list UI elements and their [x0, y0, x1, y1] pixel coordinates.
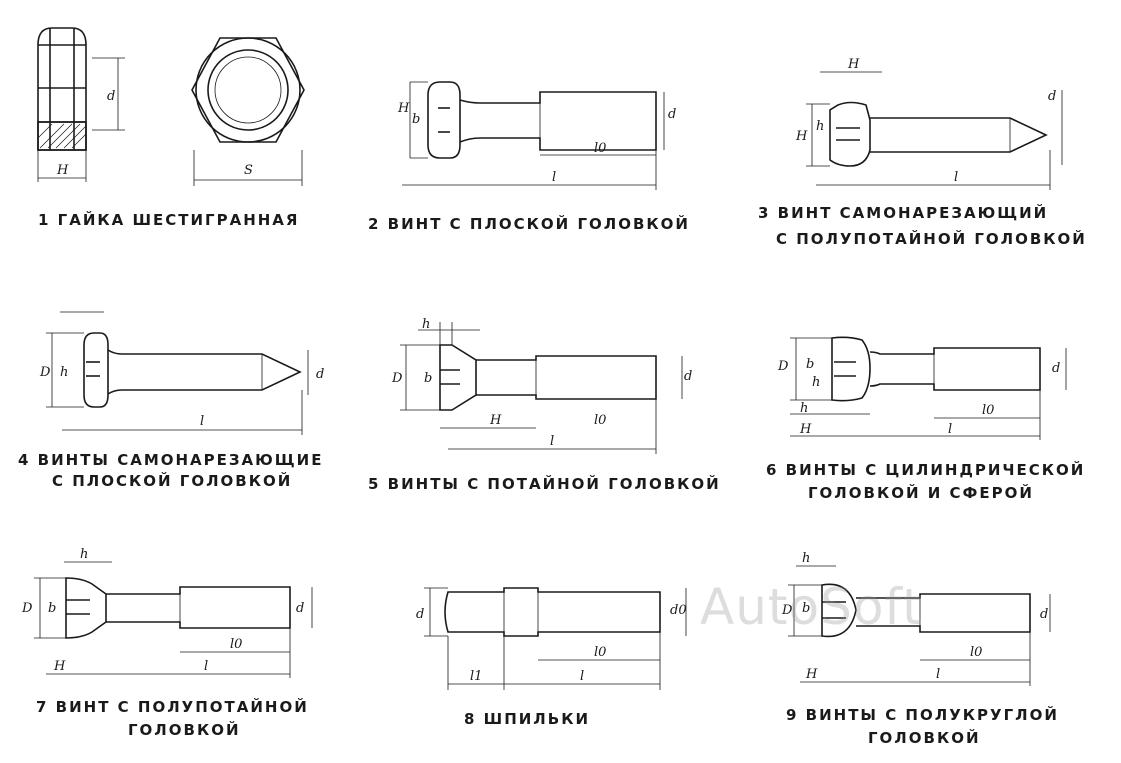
dim-label-H: H [799, 422, 812, 437]
dim-label-d0: d0 [670, 603, 687, 618]
dim-label-l: l [948, 422, 952, 437]
dim-label-h: h [816, 119, 824, 134]
dim-label-l0: l0 [970, 645, 982, 660]
dim-label-b: b [802, 601, 810, 616]
dim-label-b: b [412, 112, 420, 127]
dim-label-D: D [777, 359, 789, 374]
dim-label-d: d [107, 89, 115, 104]
dim-label-l0: l0 [594, 413, 606, 428]
dim-label-h: h [60, 365, 68, 380]
nut-top-view: S [191, 37, 305, 186]
dim-label-l1: l1 [470, 669, 482, 684]
caption-5: 5 ВИНТЫ С ПОТАЙНОЙ ГОЛОВКОЙ [368, 475, 721, 493]
dim-label-h: h [802, 551, 810, 566]
caption-4-line-2: С ПЛОСКОЙ ГОЛОВКОЙ [52, 472, 293, 490]
dim-label-H: H [847, 57, 860, 72]
dim-label-H: H [53, 659, 66, 674]
dim-label-d: d [316, 367, 324, 382]
caption-7-line-2: ГОЛОВКОЙ [128, 721, 241, 739]
figure-4-self-tapping-flat-head: D h l d [39, 311, 324, 435]
caption-8: 8 ШПИЛЬКИ [464, 710, 591, 728]
caption-9-line-2: ГОЛОВКОЙ [868, 729, 981, 747]
dim-label-D: D [391, 371, 403, 386]
figure-1-hex-nut: H d S [37, 27, 305, 186]
dim-label-l0: l0 [230, 637, 242, 652]
dim-label-h: h [800, 401, 808, 416]
dim-label-d: d [668, 107, 676, 122]
figure-6-cylindrical-sphere-head: D b h h H l0 l d [777, 336, 1067, 440]
dim-label-l0: l0 [594, 141, 606, 156]
dim-label-l0: l0 [982, 403, 994, 418]
dim-label-b: b [424, 371, 432, 386]
dim-label-l: l [954, 170, 958, 185]
figure-9-round-head-screw: h D b H l0 l d [781, 551, 1051, 686]
dim-label-b: b [806, 357, 814, 372]
dim-label-d: d [1048, 89, 1056, 104]
dim-label-H: H [56, 163, 69, 178]
dim-label-D: D [781, 603, 793, 618]
caption-9-line-1: 9 ВИНТЫ С ПОЛУКРУГЛОЙ [786, 706, 1059, 724]
autosoft-watermark: AutoSoft [700, 578, 923, 636]
figure-8-stud: d d0 l0 l1 l [416, 587, 687, 690]
caption-6-line-1: 6 ВИНТЫ С ЦИЛИНДРИЧЕСКОЙ [766, 461, 1086, 479]
caption-4-line-1: 4 ВИНТЫ САМОНАРЕЗАЮЩИЕ [18, 451, 324, 469]
caption-1: 1 ГАЙКА ШЕСТИГРАННАЯ [38, 211, 300, 229]
dim-label-S: S [244, 163, 253, 178]
dim-label-b: b [48, 601, 56, 616]
dim-label-H: H [795, 129, 808, 144]
caption-3-line-1: 3 ВИНТ САМОНАРЕЗАЮЩИЙ [758, 204, 1049, 222]
dim-label-l0: l0 [594, 645, 606, 660]
dim-label-d: d [1040, 607, 1048, 622]
dim-label-d: d [684, 369, 692, 384]
dim-label-l: l [580, 669, 584, 684]
nut-side-view: H d [37, 27, 125, 182]
dim-label-h: h [422, 317, 430, 332]
figure-7-semi-countersunk-screw: h D b H l0 l d [21, 547, 313, 678]
dim-label-l: l [550, 434, 554, 449]
caption-7-line-1: 7 ВИНТ С ПОЛУПОТАЙНОЙ [36, 698, 309, 716]
dim-label-d: d [296, 601, 304, 616]
dim-label-l: l [936, 667, 940, 682]
dim-label-H: H [397, 101, 410, 116]
dim-label-l: l [552, 170, 556, 185]
dim-label-h: h [812, 375, 820, 390]
dim-label-d: d [1052, 361, 1060, 376]
dim-label-h: h [80, 547, 88, 562]
caption-2: 2 ВИНТ С ПЛОСКОЙ ГОЛОВКОЙ [368, 215, 690, 233]
dim-label-H: H [805, 667, 818, 682]
dim-label-l: l [200, 414, 204, 429]
figure-2-flat-head-screw: H b l0 l d [397, 81, 676, 190]
caption-3-line-2: С ПОЛУПОТАЙНОЙ ГОЛОВКОЙ [776, 230, 1087, 248]
dim-label-d: d [416, 607, 424, 622]
dim-label-D: D [21, 601, 33, 616]
dim-label-l: l [204, 659, 208, 674]
caption-6-line-2: ГОЛОВКОЙ И СФЕРОЙ [808, 484, 1034, 502]
dim-label-H: H [489, 413, 502, 428]
figure-3-self-tapping-semi-countersunk: H H h l d [795, 57, 1063, 190]
dim-label-D: D [39, 365, 51, 380]
figure-5-countersunk-screw: h D b H l0 l d [391, 317, 692, 454]
